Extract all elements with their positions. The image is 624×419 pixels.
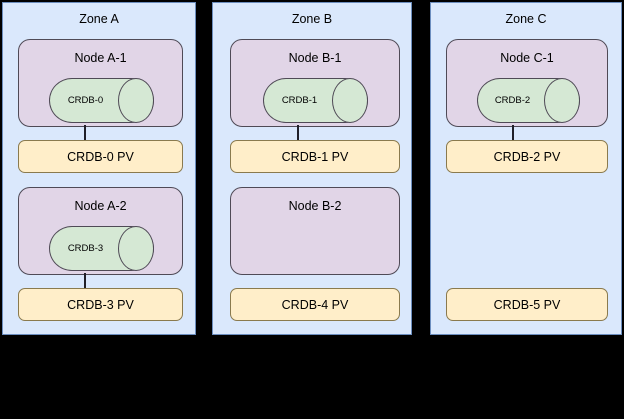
zone-title-b: Zone B <box>291 12 333 26</box>
connector-c-1 <box>512 125 514 142</box>
pv-box-crdb-4: CRDB-4 PV <box>230 288 400 321</box>
pv-box-crdb-5: CRDB-5 PV <box>446 288 608 321</box>
node-box-c-1: Node C-1 CRDB-2 <box>446 39 608 127</box>
database-cylinder-crdb-3: CRDB-3 <box>49 226 154 271</box>
database-label-crdb-3: CRDB-3 <box>67 242 104 254</box>
pv-label-crdb-4: CRDB-4 PV <box>281 297 349 312</box>
database-cylinder-crdb-0: CRDB-0 <box>49 78 154 123</box>
cylinder-cap-icon <box>332 78 368 123</box>
pv-box-crdb-2: CRDB-2 PV <box>446 140 608 173</box>
pv-label-crdb-0: CRDB-0 PV <box>67 149 134 164</box>
node-title-a-2: Node A-2 <box>74 199 127 213</box>
node-title-b-2: Node B-2 <box>288 199 342 213</box>
connector-a-1 <box>84 125 86 142</box>
database-cylinder-crdb-2: CRDB-2 <box>477 78 580 123</box>
node-box-b-2: Node B-2 <box>230 187 400 275</box>
zone-title-a: Zone A <box>79 12 119 26</box>
zone-panel-c: Zone C Node C-1 CRDB-2 CRDB-2 PV CRDB-5 … <box>430 2 622 335</box>
cylinder-cap-icon <box>118 78 154 123</box>
database-label-crdb-1: CRDB-1 <box>281 94 318 106</box>
pv-label-crdb-2: CRDB-2 PV <box>493 149 561 164</box>
connector-b-1 <box>297 125 299 142</box>
pv-box-crdb-1: CRDB-1 PV <box>230 140 400 173</box>
zone-panel-b: Zone B Node B-1 CRDB-1 CRDB-1 PV Node B-… <box>212 2 412 335</box>
connector-a-2 <box>84 273 86 290</box>
node-title-a-1: Node A-1 <box>74 51 127 65</box>
pv-box-crdb-0: CRDB-0 PV <box>18 140 183 173</box>
pv-label-crdb-5: CRDB-5 PV <box>493 297 561 312</box>
cylinder-cap-icon <box>544 78 580 123</box>
pv-label-crdb-1: CRDB-1 PV <box>281 149 349 164</box>
pv-box-crdb-3: CRDB-3 PV <box>18 288 183 321</box>
database-cylinder-crdb-1: CRDB-1 <box>263 78 368 123</box>
node-title-b-1: Node B-1 <box>288 51 342 65</box>
cylinder-cap-icon <box>118 226 154 271</box>
database-label-crdb-0: CRDB-0 <box>67 94 104 106</box>
zone-panel-a: Zone A Node A-1 CRDB-0 CRDB-0 PV Node A-… <box>2 2 196 335</box>
pv-label-crdb-3: CRDB-3 PV <box>67 297 134 312</box>
node-box-a-1: Node A-1 CRDB-0 <box>18 39 183 127</box>
node-box-a-2: Node A-2 CRDB-3 <box>18 187 183 275</box>
node-box-b-1: Node B-1 CRDB-1 <box>230 39 400 127</box>
zone-title-c: Zone C <box>505 12 547 26</box>
database-label-crdb-2: CRDB-2 <box>494 94 531 106</box>
node-title-c-1: Node C-1 <box>500 51 554 65</box>
